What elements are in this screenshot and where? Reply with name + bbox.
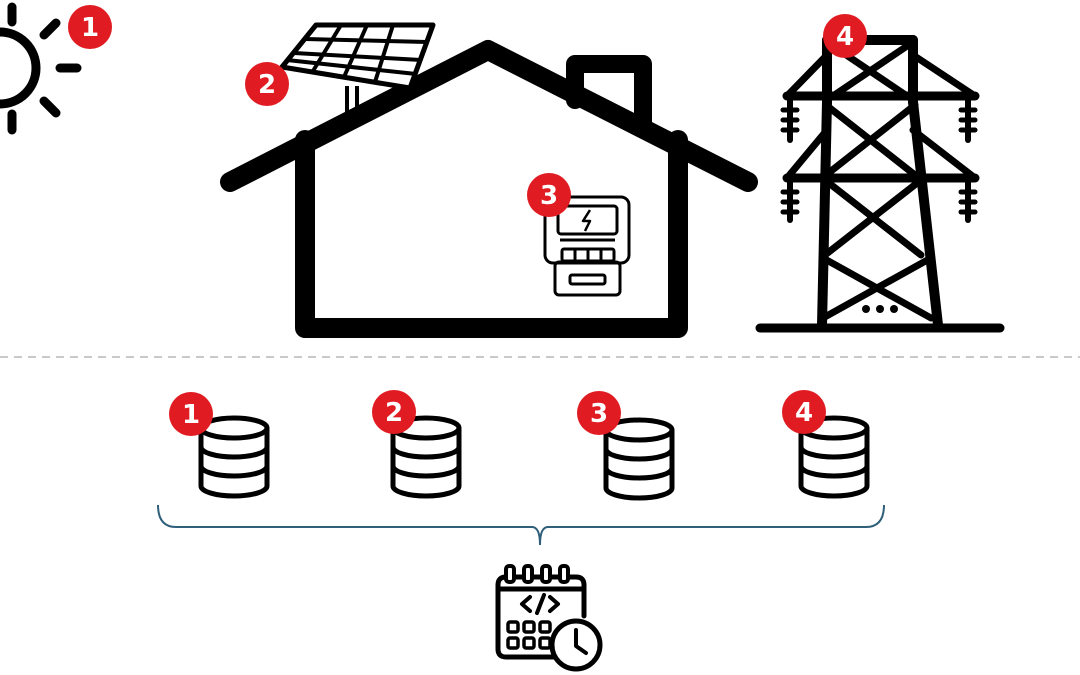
tower-dots — [862, 305, 898, 313]
badge-database-2: 2 — [385, 398, 403, 428]
grouping-bracket — [157, 504, 885, 546]
solar-panel-icon — [279, 22, 436, 118]
badge-tower: 4 — [823, 14, 867, 58]
badge-meter: 3 — [527, 173, 571, 217]
badge-meter-number: 3 — [540, 181, 558, 211]
database-icon — [201, 418, 267, 496]
database-4: 4 — [782, 390, 867, 496]
database-1: 1 — [169, 392, 267, 496]
house-icon — [220, 40, 758, 338]
badge-database-3: 3 — [590, 399, 608, 429]
badge-database-4: 4 — [795, 398, 813, 428]
database-2: 2 — [372, 390, 459, 496]
code-calendar-clock-icon — [495, 564, 603, 672]
badge-solar-panel-number: 2 — [258, 70, 276, 100]
database-3: 3 — [577, 391, 672, 498]
power-tower-icon — [755, 35, 1005, 333]
badge-database-1: 1 — [182, 400, 200, 430]
badge-tower-number: 4 — [836, 22, 854, 52]
electric-meter-icon — [543, 195, 631, 297]
database-icon — [606, 420, 672, 498]
badge-sun: 1 — [68, 5, 112, 49]
badge-sun-number: 1 — [81, 13, 99, 43]
sun-icon — [0, 2, 82, 135]
badge-solar-panel: 2 — [245, 62, 289, 106]
